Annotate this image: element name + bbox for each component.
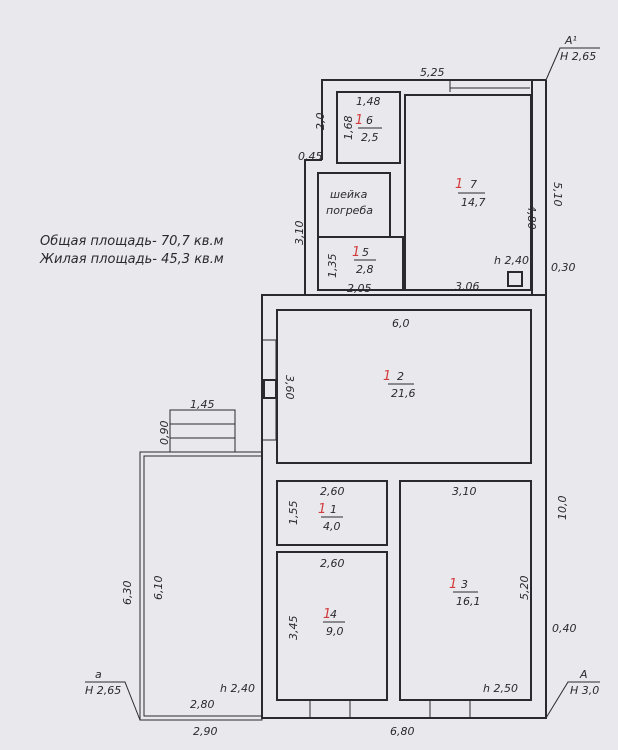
svg-text:16,1: 16,1 xyxy=(456,595,481,608)
marker-a-height: Н 3,0 xyxy=(570,684,599,697)
svg-text:3,45: 3,45 xyxy=(287,616,300,641)
svg-text:14,7: 14,7 xyxy=(461,196,486,209)
svg-text:6: 6 xyxy=(366,114,373,127)
marker-a1-height: Н 2,65 xyxy=(560,50,596,63)
svg-text:4: 4 xyxy=(330,608,337,621)
svg-text:3,60: 3,60 xyxy=(283,375,296,400)
entrance-steps xyxy=(309,699,351,719)
room-7 xyxy=(404,94,532,291)
svg-text:6,30: 6,30 xyxy=(121,581,134,606)
room-label-4: 1 4 9,0 xyxy=(323,607,345,638)
svg-text:5,20: 5,20 xyxy=(518,576,531,601)
room-label-7: 1 7 14,7 xyxy=(455,177,486,209)
svg-text:4,0: 4,0 xyxy=(323,520,341,533)
svg-text:6,80: 6,80 xyxy=(390,725,415,738)
cellar-neck-line2: погреба xyxy=(326,204,373,217)
room-5 xyxy=(317,236,404,291)
marker-a1-label: А¹ xyxy=(564,34,577,47)
svg-text:5,10: 5,10 xyxy=(551,182,564,207)
marker-a-small-label: а xyxy=(95,668,102,681)
room-1 xyxy=(276,480,388,546)
marker-a-small-height: Н 2,65 xyxy=(85,684,121,697)
svg-text:1: 1 xyxy=(383,369,391,384)
svg-text:1: 1 xyxy=(323,607,331,622)
stairs xyxy=(169,409,236,453)
svg-text:5,25: 5,25 xyxy=(420,66,445,79)
svg-text:1: 1 xyxy=(355,113,363,128)
svg-text:2,8: 2,8 xyxy=(356,263,374,276)
svg-text:0,40: 0,40 xyxy=(552,622,577,635)
svg-text:6,0: 6,0 xyxy=(392,317,410,330)
svg-text:3,06: 3,06 xyxy=(455,280,480,293)
room-6 xyxy=(336,91,401,164)
cellar-neck-line1: шейка xyxy=(330,188,368,201)
veranda xyxy=(139,409,263,721)
svg-text:9,0: 9,0 xyxy=(326,625,344,638)
svg-text:3,10: 3,10 xyxy=(452,485,477,498)
total-area-text: Общая площадь- 70,7 кв.м xyxy=(40,234,224,249)
marker-a-label: А xyxy=(579,668,588,681)
svg-text:2,60: 2,60 xyxy=(320,557,345,570)
svg-text:2,60: 2,60 xyxy=(320,485,345,498)
room-label-5: 1 5 2,8 xyxy=(352,245,376,276)
svg-text:1: 1 xyxy=(318,502,326,517)
dimension-labels: 5,25 1,48 1,68 2,0 0,45 3,10 1,35 2,05 3… xyxy=(121,66,577,738)
living-area-text: Жилая площадь- 45,3 кв.м xyxy=(39,252,224,267)
svg-text:0,90: 0,90 xyxy=(158,421,171,446)
svg-text:3: 3 xyxy=(461,578,468,591)
svg-text:1,45: 1,45 xyxy=(190,398,215,411)
svg-text:10,0: 10,0 xyxy=(556,496,569,521)
svg-text:1,35: 1,35 xyxy=(326,254,339,279)
room-label-6: 1 6 2,5 xyxy=(355,113,382,144)
svg-text:4,80: 4,80 xyxy=(525,205,538,230)
room-label-2: 1 2 21,6 xyxy=(383,369,416,400)
svg-text:2,05: 2,05 xyxy=(347,282,372,295)
svg-text:1,68: 1,68 xyxy=(342,116,355,141)
entrance-steps xyxy=(429,699,471,719)
svg-text:0,45: 0,45 xyxy=(298,150,323,163)
room-label-3: 1 3 16,1 xyxy=(449,577,481,608)
svg-text:2,80: 2,80 xyxy=(190,698,215,711)
room-label-1: 1 1 4,0 xyxy=(318,502,343,533)
svg-text:21,6: 21,6 xyxy=(391,387,416,400)
svg-text:h 2,40: h 2,40 xyxy=(494,254,529,267)
stove-icon xyxy=(507,271,523,287)
svg-text:0,30: 0,30 xyxy=(551,261,576,274)
svg-text:3,10: 3,10 xyxy=(293,221,306,246)
svg-text:h 2,40: h 2,40 xyxy=(220,682,255,695)
svg-text:5: 5 xyxy=(362,246,369,259)
svg-text:2,90: 2,90 xyxy=(193,725,218,738)
svg-text:1: 1 xyxy=(330,503,337,516)
svg-text:1,48: 1,48 xyxy=(356,95,381,108)
svg-text:2,5: 2,5 xyxy=(361,131,379,144)
svg-text:6,10: 6,10 xyxy=(152,576,165,601)
svg-text:1,55: 1,55 xyxy=(287,501,300,526)
svg-text:h 2,50: h 2,50 xyxy=(483,682,518,695)
upper-extension xyxy=(304,79,547,295)
svg-text:2: 2 xyxy=(397,370,404,383)
svg-text:7: 7 xyxy=(470,178,477,191)
svg-text:1: 1 xyxy=(449,577,457,592)
svg-text:2,0: 2,0 xyxy=(314,113,327,131)
svg-text:1: 1 xyxy=(455,177,463,192)
svg-text:1: 1 xyxy=(352,245,360,260)
